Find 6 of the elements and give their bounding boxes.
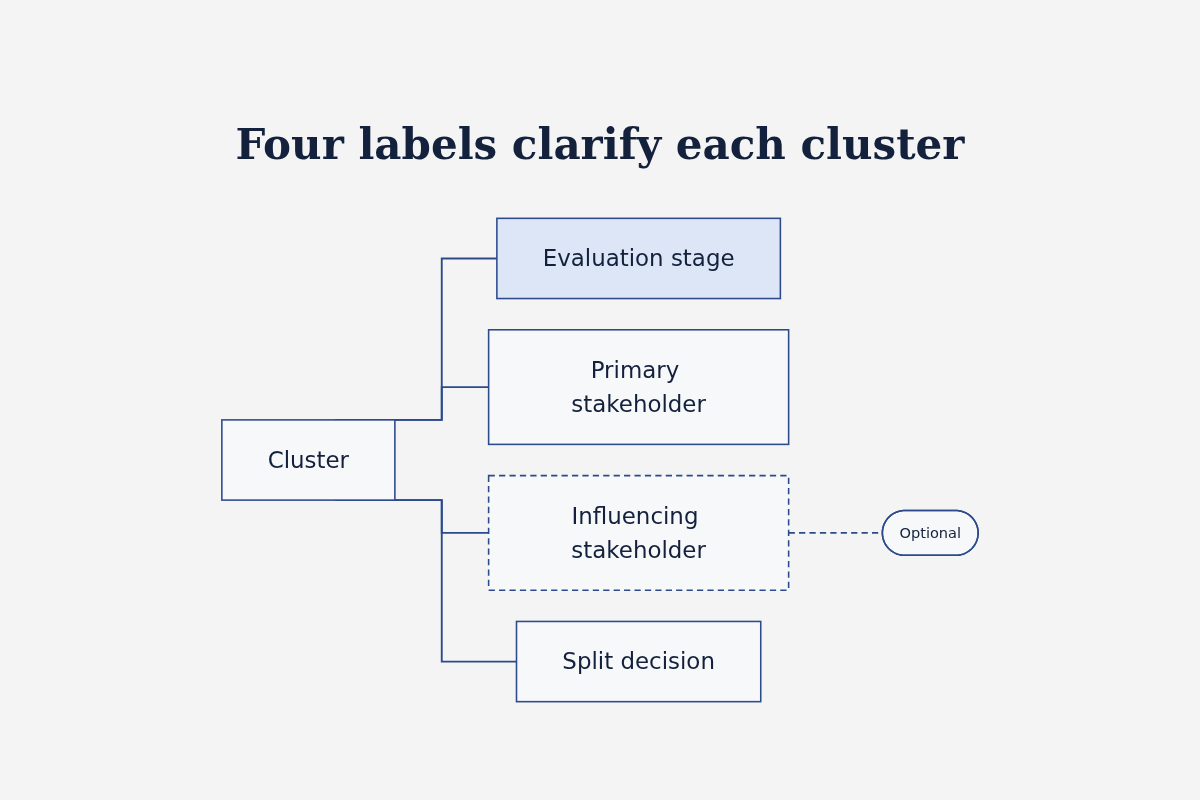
node-box: Influencing stakeholder <box>487 474 790 591</box>
node-box: Primary stakeholder <box>487 329 790 446</box>
title: Four labels clarify each cluster <box>235 120 965 169</box>
node-box: Evaluation stage <box>496 217 782 300</box>
node-box: Cluster <box>221 419 396 501</box>
node-box: Split decision <box>515 620 762 703</box>
